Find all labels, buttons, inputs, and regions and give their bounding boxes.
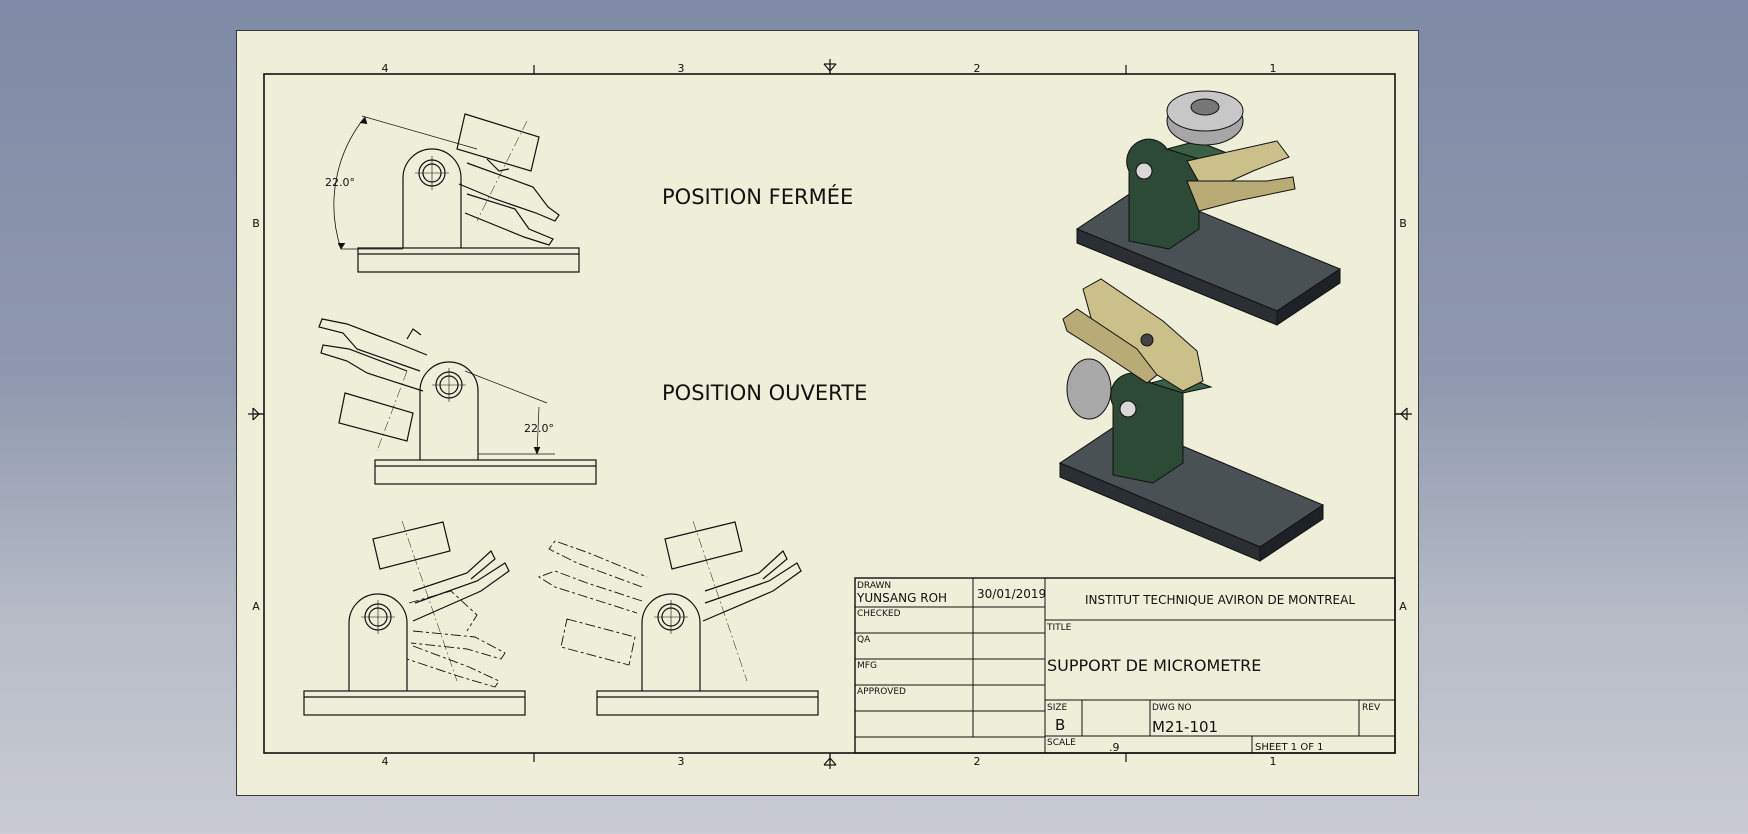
tb-title-label: TITLE bbox=[1046, 623, 1072, 633]
zone-top-3: 3 bbox=[678, 62, 685, 75]
tb-size-label: SIZE bbox=[1047, 703, 1068, 713]
zone-top-4: 4 bbox=[382, 62, 389, 75]
zone-right-b: B bbox=[1399, 217, 1407, 230]
tb-checked-label: CHECKED bbox=[857, 609, 901, 619]
tb-title: SUPPORT DE MICROMETRE bbox=[1047, 656, 1261, 675]
zone-bottom-4: 4 bbox=[382, 755, 389, 768]
zone-top-1: 1 bbox=[1270, 62, 1277, 75]
angle-open-dimension: 22.0° bbox=[524, 422, 554, 435]
iso-view-closed bbox=[1075, 90, 1342, 326]
tb-drawn-by: YUNSANG ROH bbox=[856, 591, 947, 605]
zone-left-b: B bbox=[252, 217, 260, 230]
tb-drawn-date: 30/01/2019 bbox=[977, 587, 1046, 601]
tb-qa-label: QA bbox=[857, 635, 871, 645]
tb-scale: .9 bbox=[1109, 741, 1120, 754]
tb-company: INSTITUT TECHNIQUE AVIRON DE MONTREAL bbox=[1085, 593, 1355, 607]
centering-marks bbox=[248, 59, 1412, 769]
tb-dwg-no: M21-101 bbox=[1152, 718, 1218, 736]
zone-left-a: A bbox=[252, 600, 260, 613]
tb-sheet: SHEET 1 OF 1 bbox=[1255, 742, 1324, 753]
tb-scale-label: SCALE bbox=[1047, 738, 1076, 748]
tb-approved-label: APPROVED bbox=[857, 687, 906, 697]
tb-size: B bbox=[1055, 716, 1065, 734]
view-open-side bbox=[318, 318, 597, 485]
view-overlay-right bbox=[537, 520, 819, 716]
drawing-sheet: 4 3 2 1 4 3 2 1 B A B A 22.0° bbox=[236, 30, 1419, 796]
label-position-fermee: POSITION FERMÉE bbox=[662, 184, 853, 209]
zone-top-2: 2 bbox=[974, 62, 981, 75]
zone-bottom-1: 1 bbox=[1270, 755, 1277, 768]
drawing-canvas: 4 3 2 1 4 3 2 1 B A B A 22.0° bbox=[248, 59, 1412, 769]
tb-mfg-label: MFG bbox=[857, 661, 877, 671]
tb-dwg-no-label: DWG NO bbox=[1152, 703, 1191, 713]
iso-view-open bbox=[1058, 278, 1325, 562]
zone-bottom-2: 2 bbox=[974, 755, 981, 768]
zone-right-a: A bbox=[1399, 600, 1407, 613]
title-block bbox=[854, 577, 1396, 754]
label-position-ouverte: POSITION OUVERTE bbox=[662, 381, 867, 405]
angle-closed-dimension: 22.0° bbox=[325, 176, 355, 189]
view-closed-side bbox=[333, 113, 580, 273]
tb-drawn-label: DRAWN bbox=[857, 581, 891, 591]
tb-rev-label: REV bbox=[1362, 703, 1381, 713]
view-overlay-left bbox=[303, 520, 526, 716]
zone-bottom-3: 3 bbox=[678, 755, 685, 768]
